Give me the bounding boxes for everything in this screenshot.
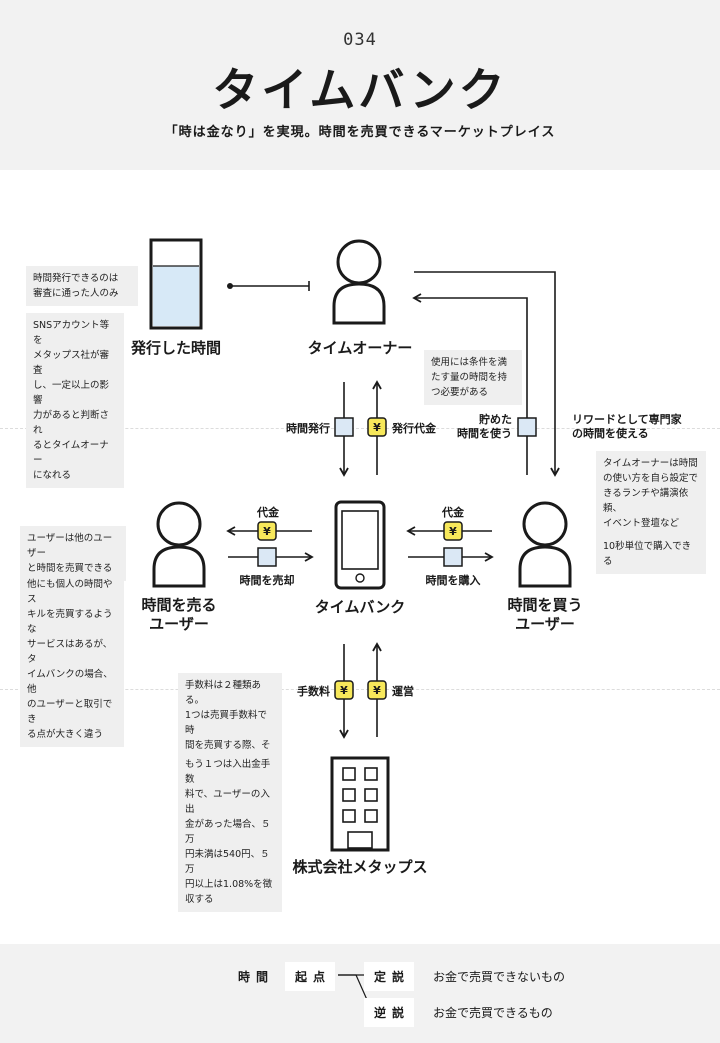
yen-coin-icon [443, 521, 463, 541]
note-use-condition: 使用には条件を満 たす量の時間を持 つ必要がある [424, 350, 522, 405]
divider-bottom [0, 689, 720, 690]
yen-coin-icon [367, 680, 387, 700]
divider-top [0, 428, 720, 429]
footer-band: 時間 起点 定説 お金で売買できないもの 逆説 お金で売買できるもの [0, 944, 720, 1043]
node-issued-time: 発行した時間 [130, 339, 221, 357]
note-deposit-fee: もう１つは入出金手数 料で、ユーザーの入出 金があった場合、５万 円未満は540… [178, 752, 282, 912]
flow-issue-label: 時間発行 [286, 422, 330, 435]
node-buyer: 時間を買う ユーザー [507, 596, 583, 633]
footer-thesis-desc: お金で売買できないもの [433, 970, 566, 984]
note-owner-usage: タイムオーナーは時間 の使い方を自ら設定で きるランチや講演依頼、 イベント登壇… [596, 451, 706, 536]
yen-symbol: ¥ [373, 421, 381, 434]
footer-origin: 起点 [285, 962, 336, 991]
page-number: 034 [343, 30, 377, 50]
business-model-diagram: ¥ ¥ ¥ ¥ ¥ [149, 238, 572, 852]
footer-time: 時間 [238, 970, 275, 984]
flow-price-left-label: 代金 [257, 506, 279, 519]
flow-use-saved-label: 貯めた 時間を使う [457, 413, 512, 440]
yen-symbol: ¥ [373, 684, 381, 697]
footer-thesis: 定説 [364, 962, 415, 991]
node-app: タイムバンク [314, 598, 406, 616]
yen-coin-icon [334, 680, 354, 700]
arrow-reward [414, 271, 560, 477]
note-ten-seconds: 10秒単位で購入できる [596, 534, 706, 574]
node-time-owner: タイムオーナー [307, 339, 413, 357]
flow-issue-fee-label: 発行代金 [392, 422, 436, 435]
yen-symbol: ¥ [263, 525, 271, 538]
flow-operate-label: 運営 [392, 685, 414, 698]
time-block-icon [334, 417, 354, 437]
note-owner-criteria: SNSアカウント等を メタップス社が審査 し、一定以上の影響 力があると判断され… [26, 313, 124, 488]
page-subtitle: 「時は金なり」を実現。時間を売買できるマーケットプレイス [164, 125, 556, 140]
node-seller: 時間を売る ユーザー [141, 596, 217, 633]
yen-coin-icon [367, 417, 387, 437]
flow-price-right-label: 代金 [442, 506, 464, 519]
page-title: タイムバンク [212, 63, 508, 117]
note-user-trade: ユーザーは他のユーザー と時間を売買できる [20, 526, 126, 581]
yen-symbol: ¥ [340, 684, 348, 697]
footer-connector [338, 974, 373, 1012]
flow-buy-time-label: 時間を購入 [425, 574, 481, 587]
glass-icon [149, 238, 203, 330]
smartphone-icon [334, 500, 386, 590]
footer-antithesis-desc: お金で売買できるもの [433, 1006, 553, 1020]
arrow-use-saved [412, 293, 528, 475]
flow-sell-time-label: 時間を売却 [239, 574, 295, 587]
node-company: 株式会社メタップス [292, 858, 428, 876]
connector-dot [227, 283, 233, 289]
note-issue-review: 時間発行できるのは 審査に通った人のみ [26, 266, 138, 306]
time-block-icon [517, 417, 537, 437]
flow-fee-label: 手数料 [297, 685, 330, 698]
person-icon [332, 239, 386, 325]
yen-coin-icon [257, 521, 277, 541]
note-differentiation: 他にも個人の時間やス キルを売買するような サービスはあるが、タ イムバンクの場… [20, 572, 124, 747]
yen-symbol: ¥ [449, 525, 457, 538]
person-icon [152, 501, 206, 588]
header-band: 034 タイムバンク 「時は金なり」を実現。時間を売買できるマーケットプレイス [0, 0, 720, 170]
flow-reward-label: リワードとして専門家 の時間を使える [572, 413, 682, 440]
person-icon [518, 501, 572, 588]
footer-antithesis: 逆説 [364, 998, 415, 1027]
building-icon [330, 756, 390, 852]
time-block-icon [257, 547, 277, 567]
time-block-icon [443, 547, 463, 567]
